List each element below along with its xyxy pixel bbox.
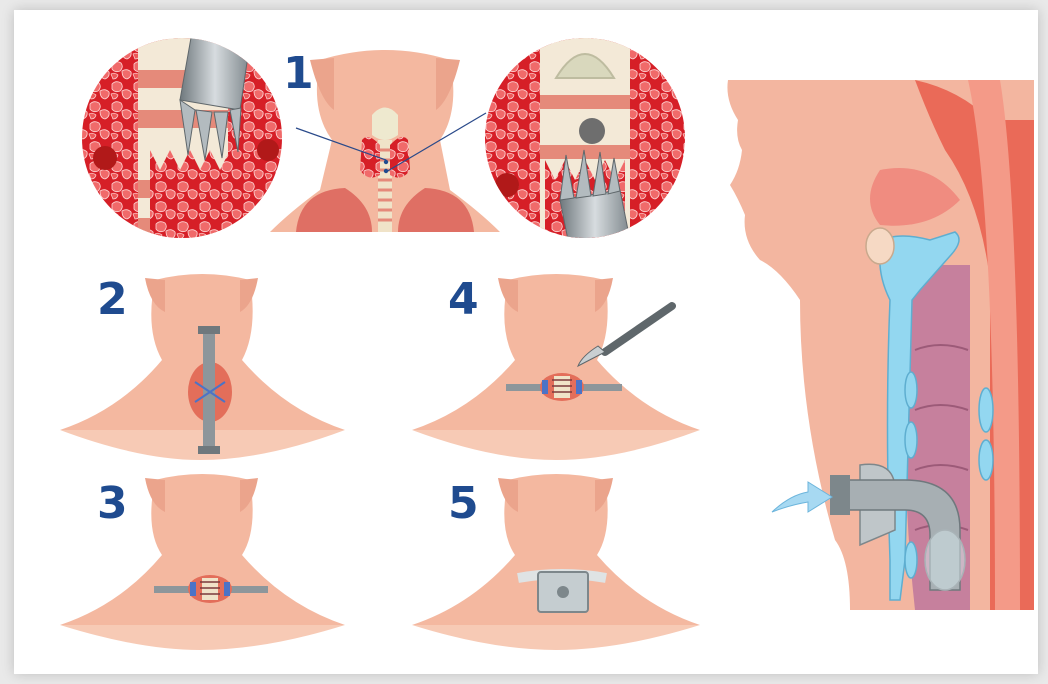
step-2-number: 2 [97, 278, 128, 322]
step1-right-zoom-circle [485, 30, 685, 250]
airway-cross-section [727, 80, 1034, 610]
step1-left-zoom-circle [82, 30, 282, 250]
tracheostomy-tube-icon [538, 572, 588, 612]
step-5-number: 5 [448, 482, 479, 526]
step-3-number: 3 [97, 482, 128, 526]
step-4-number: 4 [448, 278, 479, 322]
step-1-number: 1 [283, 52, 314, 96]
